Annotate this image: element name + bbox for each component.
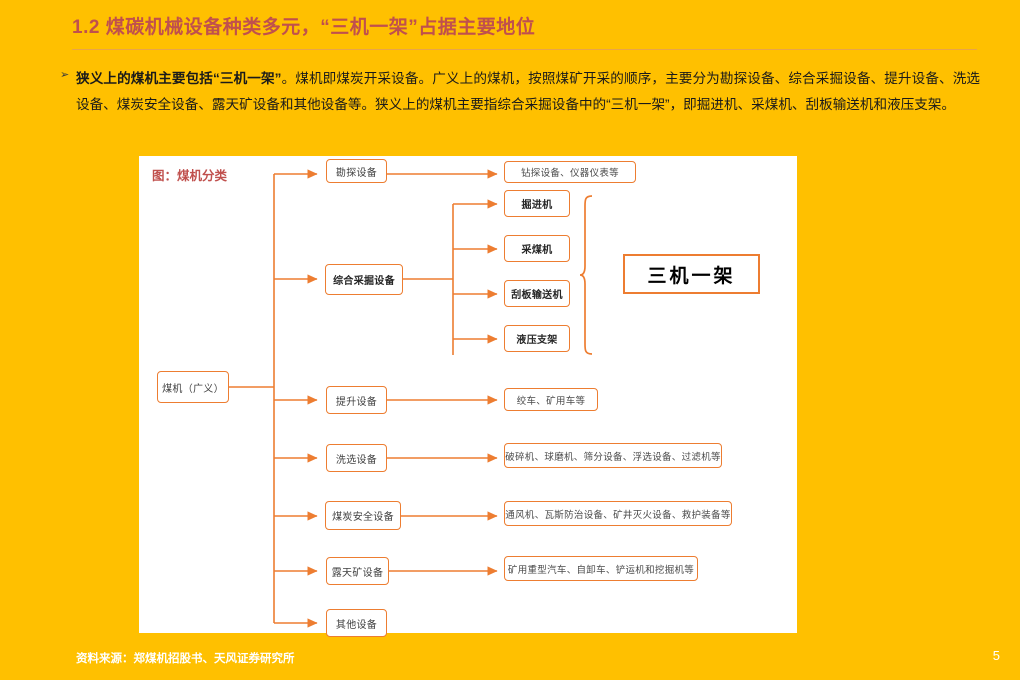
title-divider (72, 49, 977, 50)
node-sanji-3[interactable]: 液压支架 (504, 325, 570, 352)
footer-source: 资料来源：郑煤机招股书、天风证券研究所 (76, 653, 295, 665)
diagram-title: 图：煤机分类 (152, 169, 228, 183)
node-category-5[interactable]: 露天矿设备 (326, 557, 389, 585)
node-detail-2[interactable]: 绞车、矿用车等 (504, 388, 598, 411)
node-category-0[interactable]: 勘探设备 (326, 159, 387, 183)
body-paragraph: ➢ 狭义上的煤机主要包括“三机一架”。煤机即煤炭开采设备。广义上的煤机，按照煤矿… (60, 66, 980, 118)
node-detail-0[interactable]: 钻探设备、仪器仪表等 (504, 161, 636, 183)
diagram-panel: 图：煤机分类 (139, 156, 797, 637)
node-detail-5[interactable]: 矿用重型汽车、自卸车、铲运机和挖掘机等 (504, 556, 698, 581)
node-category-1[interactable]: 综合采掘设备 (325, 264, 403, 295)
node-detail-4[interactable]: 通风机、瓦斯防治设备、矿井灭火设备、救护装备等 (504, 501, 732, 526)
node-sanji-1[interactable]: 采煤机 (504, 235, 570, 262)
bullet-arrow-icon: ➢ (60, 69, 70, 81)
node-detail-3[interactable]: 破碎机、球磨机、筛分设备、浮选设备、过滤机等 (504, 443, 722, 468)
node-sanji-2[interactable]: 刮板输送机 (504, 280, 570, 307)
page-number: 5 (992, 648, 1000, 663)
node-category-6[interactable]: 其他设备 (326, 609, 387, 637)
body-lead-text: 狭义上的煤机主要包括“三机一架” (76, 71, 282, 86)
body-text: 狭义上的煤机主要包括“三机一架”。煤机即煤炭开采设备。广义上的煤机，按照煤矿开采… (76, 66, 980, 118)
connector-lines (229, 169, 593, 628)
page-title: 1.2 煤碳机械设备种类多元，“三机一架”占据主要地位 (72, 17, 536, 38)
node-root[interactable]: 煤机（广义） (157, 371, 229, 403)
highlight-sanji-yijia[interactable]: 三机一架 (623, 254, 760, 294)
body-rest-text: 。煤机即煤炭开采设备。广义上的煤机，按照煤矿开采的顺序，主要分为勘探设备、综合采… (76, 71, 981, 112)
node-category-4[interactable]: 煤炭安全设备 (325, 501, 401, 530)
node-category-2[interactable]: 提升设备 (326, 386, 387, 414)
node-category-3[interactable]: 洗选设备 (326, 444, 387, 472)
node-sanji-0[interactable]: 掘进机 (504, 190, 570, 217)
